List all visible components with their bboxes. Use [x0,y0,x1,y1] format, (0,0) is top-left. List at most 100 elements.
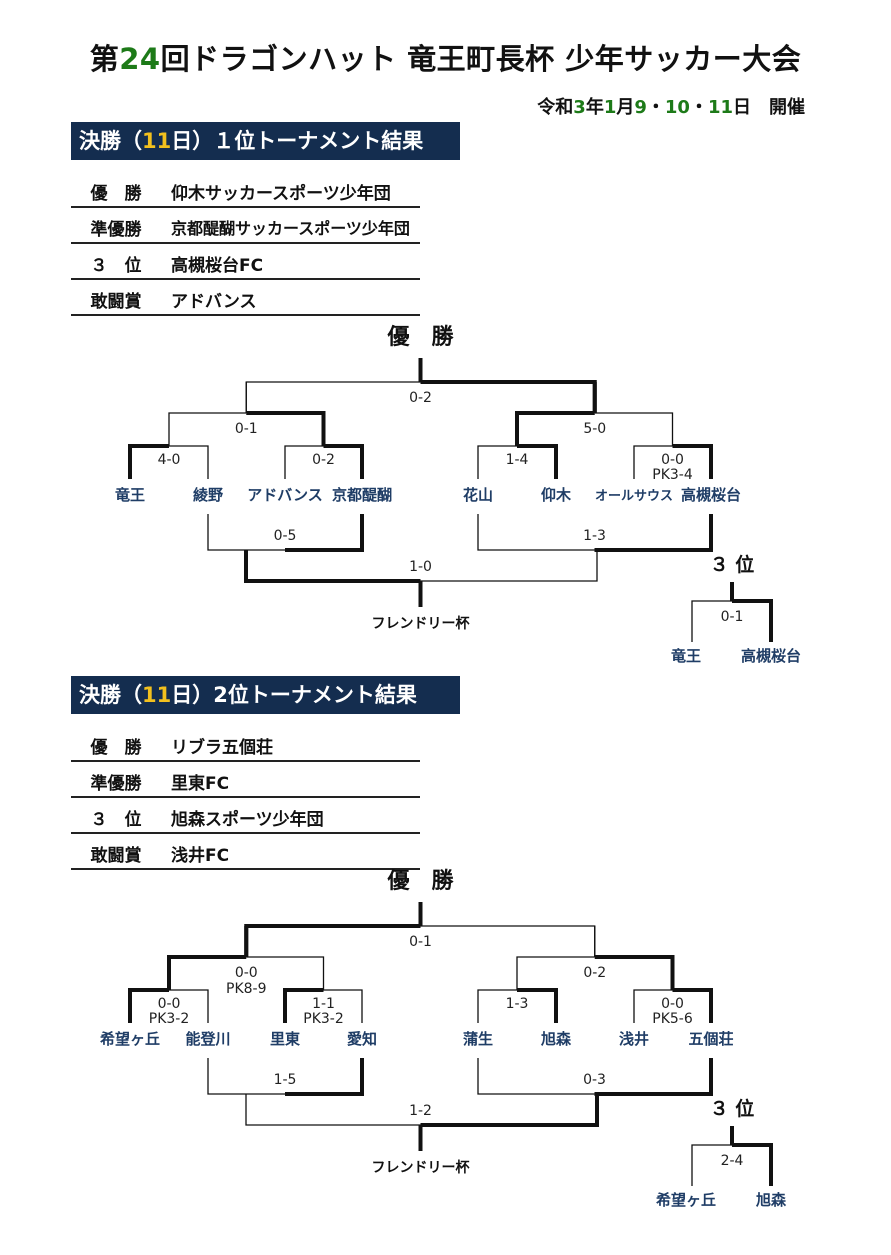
banner-day: 11 [142,129,172,153]
result-label: 準優勝 [90,774,142,794]
team-name: アドバンス [247,486,322,504]
quarter-score: 0-0 [661,996,684,1012]
quarter-0-winner [128,444,169,479]
friendly-right-b [594,1058,713,1096]
result-label: 敢闘賞 [90,292,142,312]
team-name: 京都醍醐 [332,486,392,504]
quarter-1-winner [283,988,324,1023]
friendly-label: フレンドリー杯 [372,615,471,632]
friendly-final-score: 1-0 [409,559,432,575]
third-score: 2-4 [721,1153,744,1169]
result-row: 準優勝 京都醍醐サッカースポーツ少年団 [71,208,420,244]
result-value: リブラ五個荘 [171,738,273,758]
result-label: 敢闘賞 [90,846,142,866]
quarter-2-winner [517,988,558,1023]
result-value: 京都醍醐サッカースポーツ少年団 [171,219,410,238]
quarter-score: 1-1 [312,996,335,1012]
banner-day: 11 [142,683,172,707]
date-part: 9 [634,97,647,118]
final-winner [244,924,421,957]
team-name: 里東 [270,1030,300,1048]
result-row: 優 勝 仰木サッカースポーツ少年団 [71,172,420,208]
team-name: 高槻桜台 [681,486,741,504]
result-value: 里東FC [171,774,230,794]
quarter-3-loser [633,989,673,1023]
final-score: 0-2 [409,390,432,406]
date-part: 年 [585,97,604,118]
result-value: 旭森スポーツ少年団 [171,810,324,830]
team-name: 竜王 [115,486,145,504]
champion-heading: 優 勝 [386,869,454,894]
result-row: 優 勝 リブラ五個荘 [71,726,420,762]
team-name: 能登川 [185,1030,230,1048]
team-name: 綾野 [193,486,223,504]
quarter-pk: PK3-2 [149,1011,190,1027]
quarter-2-loser [477,445,517,479]
result-label: 優 勝 [90,738,142,758]
quarter-score: 0-0 [661,452,684,468]
banner-text: 決勝（ [79,129,142,153]
semi-left-winner [246,411,326,446]
team-name: オールサウス [595,489,673,504]
quarter-pk: PK3-4 [652,467,693,483]
result-row: 敢闘賞 アドバンス [71,280,420,316]
date-part: 月 [616,97,635,118]
date-part: 令和 [537,97,574,118]
section1-banner: 決勝（11日）１位トーナメント結果 [71,122,460,160]
date-part: ・ [646,97,665,118]
date-part: 1 [603,97,617,118]
quarter-0-winner [128,988,169,1023]
title-number: 24 [119,42,161,76]
title-prefix: 第 [89,42,120,76]
semi-right-winner [594,955,675,990]
quarter-score: 1-3 [506,996,529,1012]
quarter-3-winner [672,988,713,1023]
team-name: 浅井 [619,1030,649,1048]
quarter-score: 1-4 [506,452,529,468]
result-label: 優 勝 [90,184,142,204]
friendly-right-a [477,514,595,551]
date-part: 11 [707,97,733,118]
team-name: 旭森 [540,1030,572,1048]
team-name: 愛知 [347,1030,377,1048]
friendly-final-right [420,550,598,582]
friendly-left-a [207,514,285,551]
team-name: 仰木 [541,486,572,504]
champion-heading: 優 勝 [386,325,454,350]
team-name: 蒲生 [463,1030,493,1048]
date-part: 3 [573,97,586,118]
result-label: 準優勝 [90,220,142,240]
semi-score: 0-1 [235,421,258,437]
team-name: 竜王 [671,647,701,665]
semi-score: 0-2 [583,965,606,981]
team-name: 希望ヶ丘 [656,1191,716,1209]
friendly-left-b [285,1058,364,1096]
result-value: 仰木サッカースポーツ少年団 [171,184,391,204]
quarter-3-winner [672,444,713,479]
semi-left-winner [167,955,247,990]
friendly-final-right [420,1094,599,1127]
result-row: ３ 位高槻桜台FC [71,244,420,280]
result-row: 準優勝 里東FC [71,762,420,798]
third-score: 0-1 [721,609,744,625]
result-value: 浅井FC [171,846,230,866]
date-part: ・ [689,97,708,118]
third-winner [732,599,773,642]
semi-left-loser [246,956,325,990]
quarter-0-loser [169,989,209,1023]
result-value: アドバンス [171,292,257,312]
friendly-score: 1-5 [274,1072,297,1088]
quarter-score: 4-0 [158,452,181,468]
semi-right-loser [516,956,595,990]
banner-text: 決勝（ [79,683,142,707]
quarter-0-loser [169,445,209,479]
quarter-1-loser [323,989,363,1023]
final-loser [420,925,596,957]
result-label: ３ 位 [90,256,142,276]
third-place-heading: ３ 位 [710,1097,755,1120]
friendly-score: 0-5 [274,528,297,544]
friendly-left-a [207,1058,285,1095]
section1-results: 優 勝 仰木サッカースポーツ少年団 準優勝 京都醍醐サッカースポーツ少年団 ３ 位高… [71,172,420,316]
third-winner [732,1143,773,1186]
